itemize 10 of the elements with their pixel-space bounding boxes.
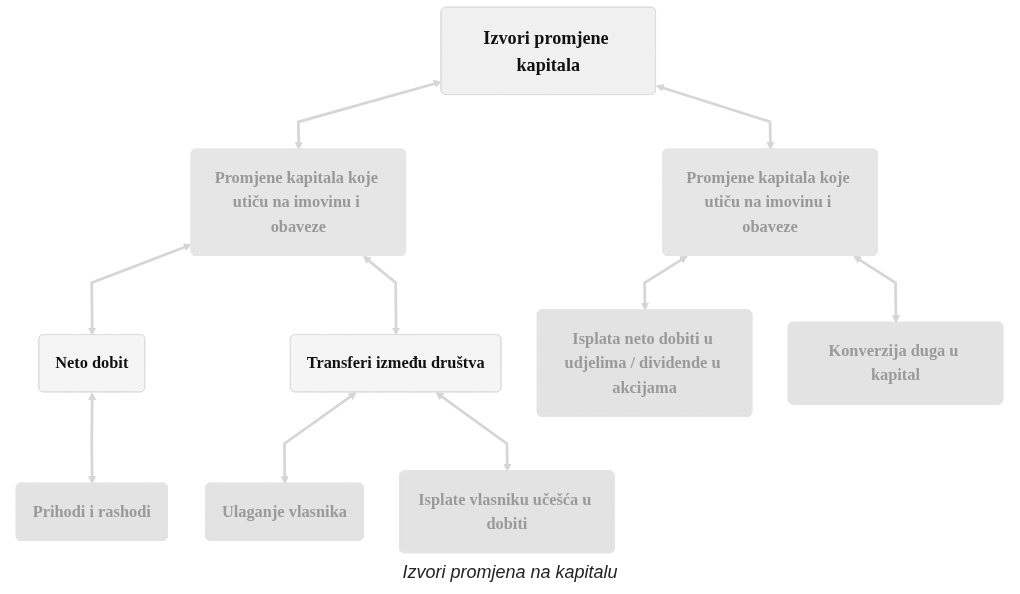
arrow bbox=[656, 84, 775, 150]
arrow bbox=[88, 243, 193, 336]
arrow bbox=[281, 392, 358, 484]
arrow bbox=[88, 392, 97, 484]
arrow bbox=[641, 255, 689, 311]
arrow bbox=[436, 392, 512, 472]
caption: Izvori promjena na kapitalu bbox=[402, 562, 618, 582]
arrow bbox=[853, 255, 901, 324]
arrow bbox=[363, 255, 401, 336]
arrow bbox=[295, 80, 442, 150]
